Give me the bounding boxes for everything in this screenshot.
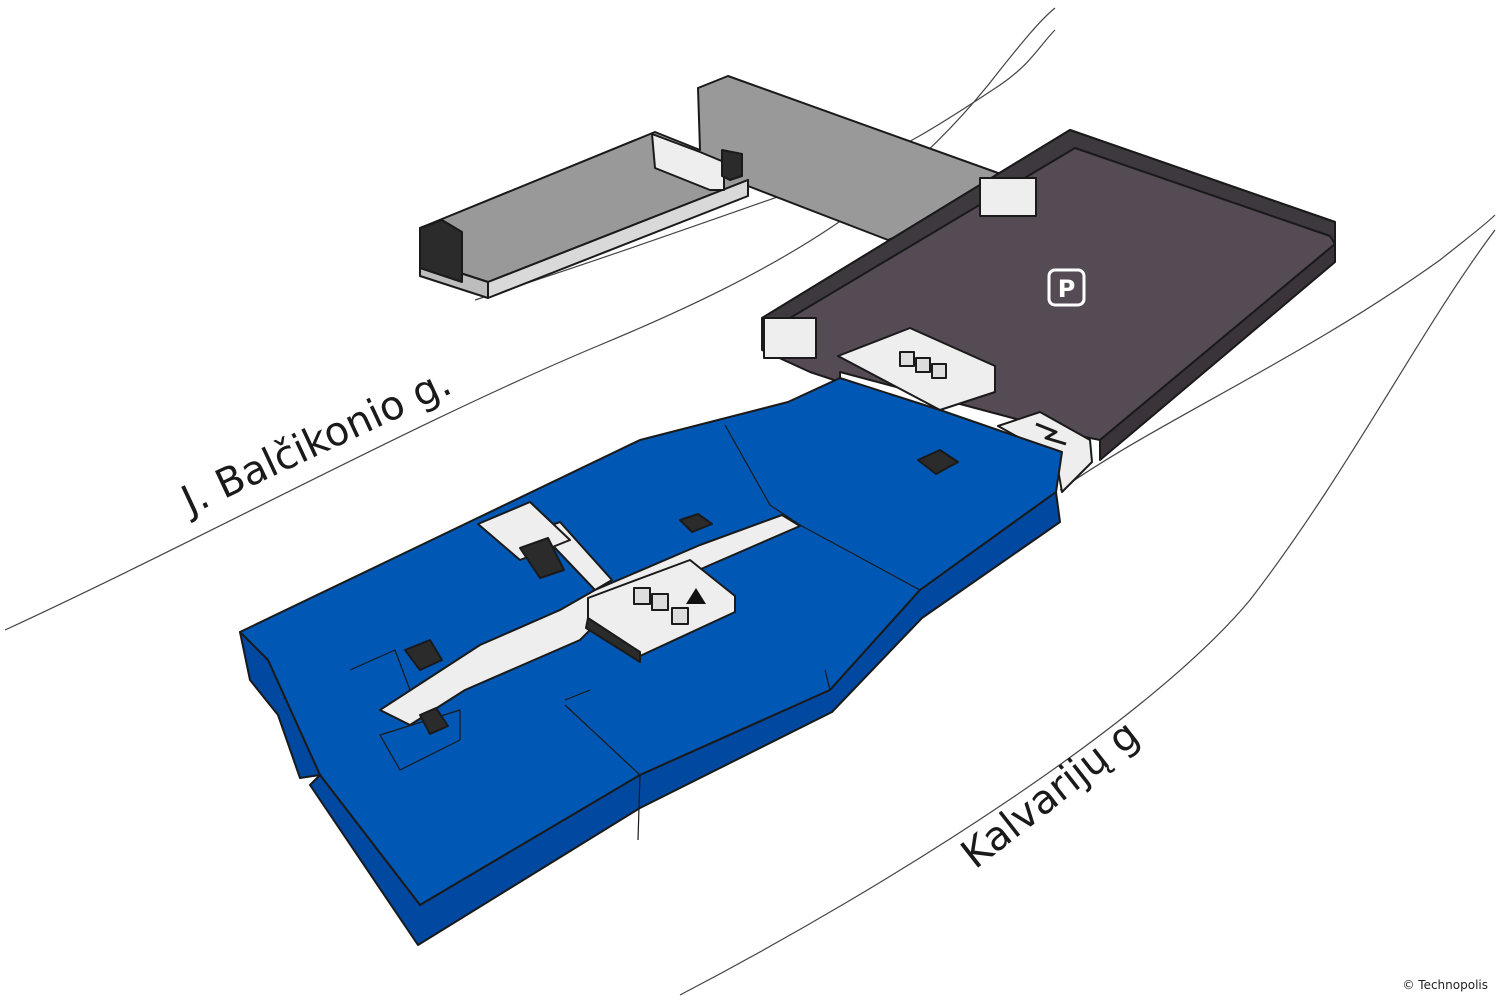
- upper-wing-end: [419, 219, 463, 283]
- street-line-south-2: [1059, 214, 1496, 491]
- parking-elevator-2: [915, 357, 931, 373]
- parking-deck-side: [1099, 243, 1336, 461]
- office-elevator-3: [671, 607, 689, 625]
- office-shaft-6: [419, 707, 449, 735]
- copyright: © Technopolis: [1402, 978, 1488, 992]
- office-shaft-2: [679, 513, 713, 533]
- office-shaft-5: [404, 639, 443, 671]
- office-elevator-2: [651, 593, 669, 611]
- office-elevator-1: [633, 587, 651, 605]
- upper-wing: [419, 75, 1013, 299]
- street-lines: [4, 7, 1496, 996]
- upper-wing-core: [651, 133, 725, 191]
- upper-wing-front: [487, 179, 749, 299]
- office-floor: [239, 377, 1063, 946]
- upper-wing-stair: [721, 149, 743, 181]
- parking-icon: P: [1047, 268, 1086, 307]
- street-label-south: Kalvarijų g: [953, 711, 1148, 877]
- parking-label: P: [1058, 275, 1076, 303]
- office-floor-side-left: [239, 631, 321, 779]
- parking-elevator-1: [899, 351, 915, 367]
- office-shaft-3: [519, 537, 565, 579]
- office-partition-lines: [349, 424, 921, 841]
- parking-stair-se: [1035, 422, 1067, 446]
- parking-core-nw: [979, 177, 1037, 217]
- parking-core-w: [763, 317, 817, 359]
- street-label-north: J. Balčikonio g.: [172, 359, 458, 525]
- street-line-north-1: [4, 7, 1056, 631]
- location-marker-icon: [686, 588, 706, 604]
- parking-elevator-3: [931, 363, 947, 379]
- street-line-south-1: [679, 229, 1496, 996]
- office-shaft-4: [585, 617, 641, 663]
- office-shaft-1: [917, 449, 959, 475]
